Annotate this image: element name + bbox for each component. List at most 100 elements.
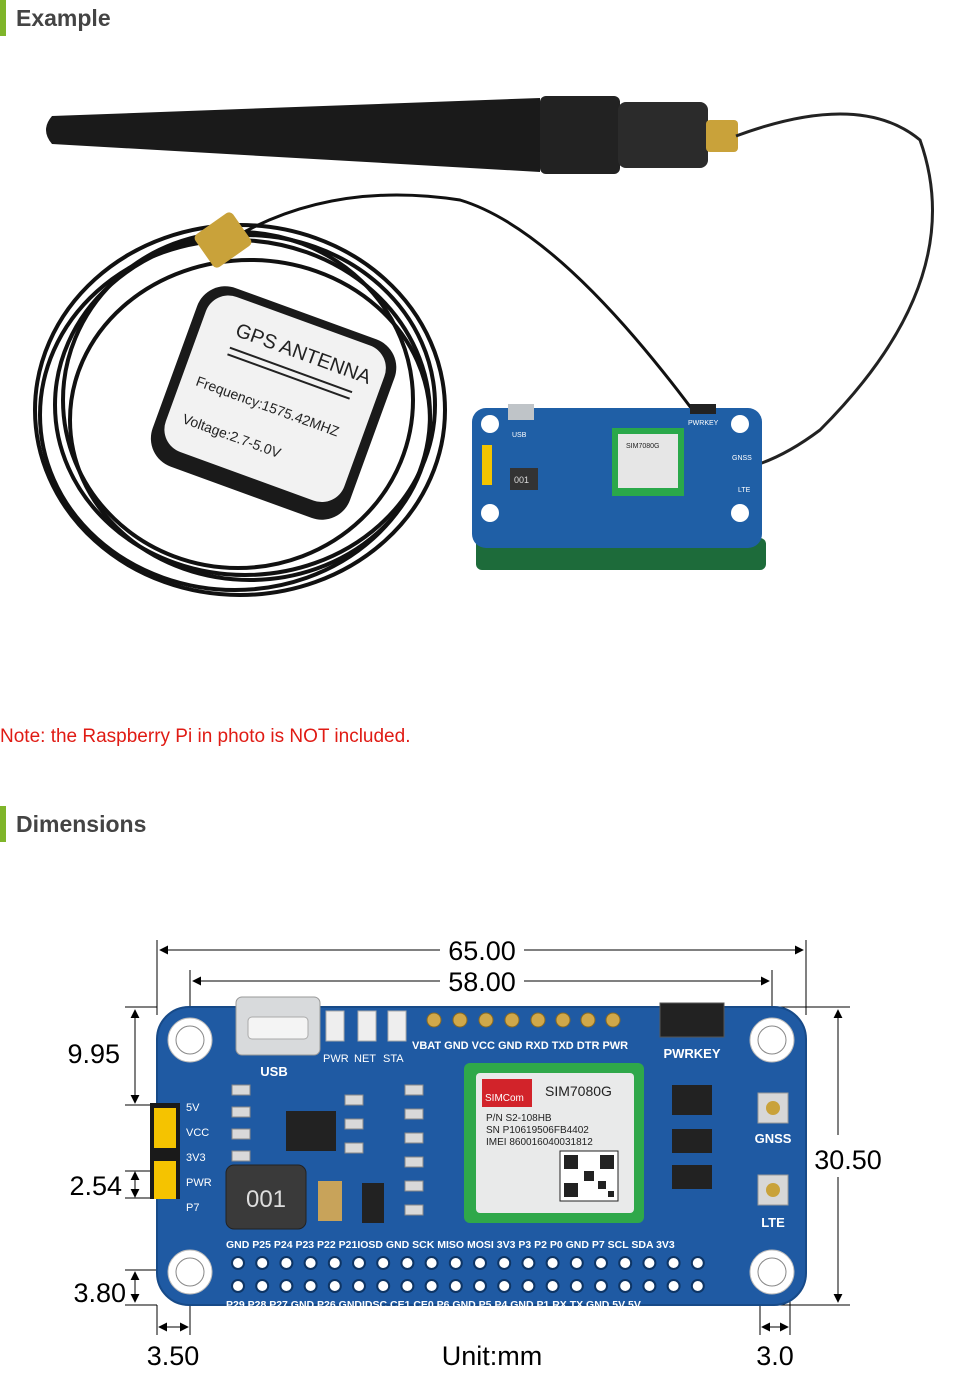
gpio-pin bbox=[448, 1279, 463, 1293]
sma-connector-gps bbox=[194, 212, 252, 268]
gpio-pin bbox=[690, 1279, 705, 1293]
dim-30-label: 3.0 bbox=[756, 1341, 794, 1371]
gpio-pin bbox=[666, 1279, 681, 1293]
dim-65-label: 65.00 bbox=[448, 936, 516, 966]
gpio-pin bbox=[279, 1279, 294, 1293]
gpio-pin bbox=[400, 1279, 415, 1293]
pwrkey-label: PWRKEY bbox=[663, 1046, 720, 1061]
gpio-pin bbox=[400, 1256, 415, 1270]
gpio-pin bbox=[303, 1256, 318, 1270]
smd-components bbox=[231, 1084, 424, 1216]
photo-inductor-label: 001 bbox=[514, 475, 529, 485]
header-bottom-labels: P29 P28 P27 GND P26 GNDIDSC CE1 CE0 P6 G… bbox=[226, 1299, 641, 1311]
gpio-pin bbox=[545, 1256, 560, 1270]
gpio-pin bbox=[618, 1279, 633, 1293]
jumper-label: VCC bbox=[186, 1127, 209, 1139]
lte-antenna-hinge bbox=[540, 96, 620, 174]
photo-lte-label: LTE bbox=[738, 487, 751, 494]
dim-254-label: 2.54 bbox=[69, 1171, 122, 1201]
jumper-label: 5V bbox=[186, 1102, 200, 1114]
gpio-pin bbox=[545, 1279, 560, 1293]
led-sta bbox=[387, 1010, 407, 1042]
gps-antenna-puck: GPS ANTENNA Frequency:1575.42MHZ Voltage… bbox=[150, 286, 397, 520]
led-net-label: NET bbox=[354, 1053, 376, 1065]
gpio-pin bbox=[376, 1279, 391, 1293]
photo-module-label: SIM7080G bbox=[626, 443, 659, 450]
photo-gnss-label: GNSS bbox=[732, 455, 752, 462]
module-model: SIM7080G bbox=[545, 1083, 612, 1099]
mounting-hole bbox=[749, 1017, 795, 1063]
module-imei: IMEI 860016040031812 bbox=[486, 1137, 593, 1148]
simcom-logo-icon bbox=[482, 1079, 532, 1107]
photo-pwrkey-label: PWRKEY bbox=[688, 420, 719, 427]
dim-995-label: 9.95 bbox=[67, 1039, 120, 1069]
gpio-pin bbox=[279, 1256, 294, 1270]
section-example-heading: Example bbox=[0, 0, 111, 36]
gpio-pin bbox=[642, 1256, 657, 1270]
top-pin-labels: VBAT GND VCC GND RXD TXD DTR PWR bbox=[412, 1040, 628, 1052]
gpio-pin bbox=[569, 1256, 584, 1270]
gpio-pin bbox=[497, 1279, 512, 1293]
pwrkey-button bbox=[659, 1002, 725, 1038]
gpio-pin bbox=[569, 1279, 584, 1293]
gpio-pin bbox=[303, 1279, 318, 1293]
section-dimensions-heading: Dimensions bbox=[0, 806, 146, 842]
gpio-pin bbox=[327, 1279, 342, 1293]
gpio-pin bbox=[231, 1279, 245, 1293]
module-pn: P/N S2-108HB bbox=[486, 1113, 552, 1124]
product-photo: GPS ANTENNA Frequency:1575.42MHZ Voltage… bbox=[33, 96, 934, 597]
inductor-label: 001 bbox=[246, 1186, 286, 1213]
lte-antenna-body bbox=[46, 98, 540, 172]
lte-pigtail-cable bbox=[735, 112, 934, 470]
gpio-pin bbox=[473, 1256, 487, 1270]
jumper-label: P7 bbox=[186, 1202, 199, 1214]
gps-cable-lead bbox=[229, 193, 702, 421]
gpio-pin bbox=[424, 1279, 439, 1293]
gpio-pin bbox=[521, 1279, 536, 1293]
component bbox=[672, 1085, 712, 1115]
photo-hat-board: USB SIM7080G 001 PWRKEY GNSS LTE bbox=[472, 404, 766, 570]
led-pwr bbox=[325, 1010, 345, 1042]
usb-label: USB bbox=[260, 1064, 287, 1079]
gpio-pin bbox=[497, 1256, 512, 1270]
gpio-pin bbox=[521, 1256, 536, 1270]
dim-350-label: 3.50 bbox=[147, 1341, 200, 1371]
gpio-pin bbox=[690, 1256, 705, 1270]
gpio-pin bbox=[473, 1279, 487, 1293]
dim-380-label: 3.80 bbox=[73, 1278, 126, 1308]
gpio-pin bbox=[255, 1279, 270, 1293]
component bbox=[672, 1165, 712, 1189]
mounting-hole bbox=[749, 1249, 795, 1295]
dim-3050-label: 30.50 bbox=[814, 1145, 882, 1175]
gpio-pin bbox=[255, 1256, 270, 1270]
gpio-pin bbox=[424, 1256, 439, 1270]
gpio-pin bbox=[376, 1256, 391, 1270]
section-title: Dimensions bbox=[16, 810, 147, 837]
hat-board: USB PWR NET STA VBAT GND VCC GND RXD TXD… bbox=[150, 996, 807, 1311]
gpio-pin bbox=[352, 1256, 366, 1270]
dimension-drawing: 65.00 58.00 9.95 2.54 3.80 30.50 3.50 3.… bbox=[67, 936, 882, 1371]
gpio-pin bbox=[594, 1279, 608, 1293]
sma-connector-lte bbox=[706, 120, 738, 152]
section-title: Example bbox=[16, 4, 111, 31]
diode bbox=[362, 1183, 384, 1223]
led-sta-label: STA bbox=[383, 1053, 404, 1065]
header-top-labels: GND P25 P24 P23 P22 P21IOSD GND SCK MISO… bbox=[226, 1239, 675, 1251]
gpio-pin bbox=[642, 1279, 657, 1293]
note-text: Note: the Raspberry Pi in photo is NOT i… bbox=[0, 726, 411, 747]
component bbox=[672, 1129, 712, 1153]
qr-code-icon bbox=[559, 1150, 619, 1202]
gpio-pin bbox=[448, 1256, 463, 1270]
jumper-label: 3V3 bbox=[186, 1152, 206, 1164]
mounting-hole bbox=[167, 1017, 213, 1063]
photo-usb-label: USB bbox=[512, 432, 527, 439]
lte-label: LTE bbox=[761, 1215, 785, 1230]
module-sn: SN P10619506FB4402 bbox=[486, 1125, 589, 1136]
unit-label: Unit:mm bbox=[442, 1341, 543, 1371]
lte-antenna-base bbox=[618, 102, 708, 168]
power-inductor bbox=[225, 1164, 307, 1230]
jumper-block bbox=[150, 1103, 180, 1199]
top-pin-header bbox=[426, 1012, 621, 1028]
gpio-pin bbox=[231, 1256, 245, 1270]
regulator-chip bbox=[286, 1111, 336, 1151]
